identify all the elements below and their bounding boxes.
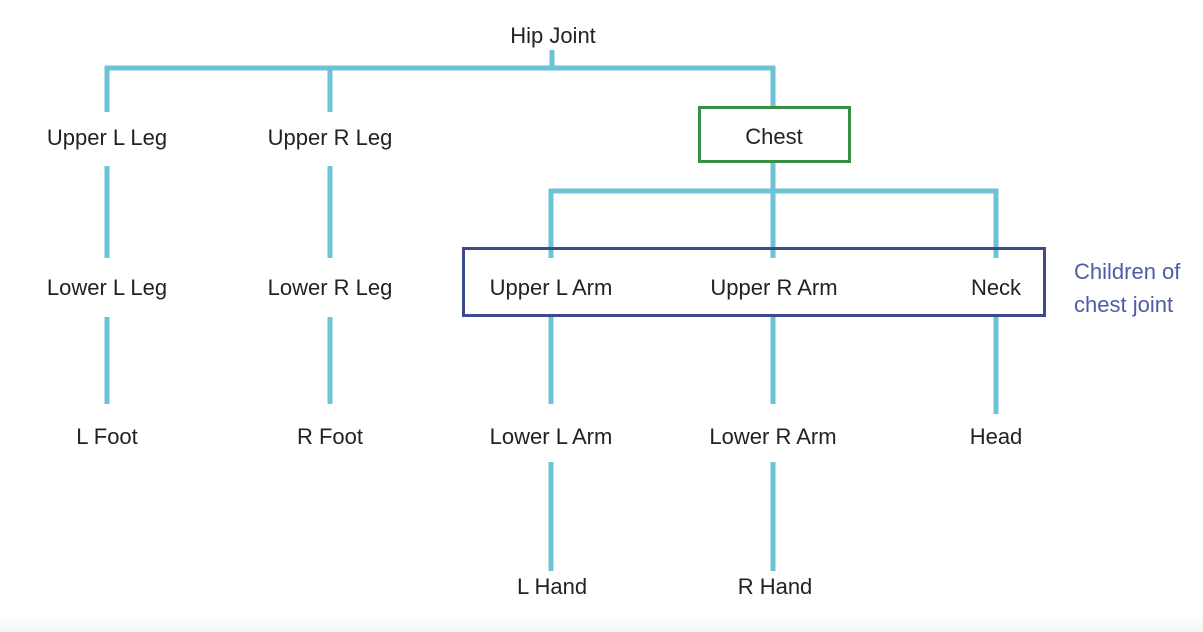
node-upper-r-leg: Upper R Leg xyxy=(267,125,393,150)
node-chest: Chest xyxy=(745,124,803,149)
node-r-foot: R Foot xyxy=(296,424,364,449)
node-upper-l-leg: Upper L Leg xyxy=(46,125,168,150)
node-l-hand: L Hand xyxy=(516,574,588,599)
annotation-line-2: chest joint xyxy=(1074,292,1174,317)
node-upper-r-arm: Upper R Arm xyxy=(710,275,838,300)
node-hip-joint: Hip Joint xyxy=(510,23,596,48)
chest-children-highlight-box xyxy=(462,247,1046,317)
chest-highlight-box xyxy=(698,106,851,163)
node-lower-r-arm: Lower R Arm xyxy=(709,424,837,449)
children-annotation: Children of chest joint xyxy=(1074,255,1180,321)
node-head: Head xyxy=(969,424,1023,449)
node-l-foot: L Foot xyxy=(76,424,138,449)
node-lower-l-arm: Lower L Arm xyxy=(489,424,613,449)
node-upper-l-arm: Upper L Arm xyxy=(489,275,613,300)
annotation-line-1: Children of xyxy=(1074,259,1181,284)
node-r-hand: R Hand xyxy=(737,574,813,599)
node-lower-r-leg: Lower R Leg xyxy=(267,275,393,300)
node-lower-l-leg: Lower L Leg xyxy=(46,275,168,300)
node-neck: Neck xyxy=(970,275,1022,300)
